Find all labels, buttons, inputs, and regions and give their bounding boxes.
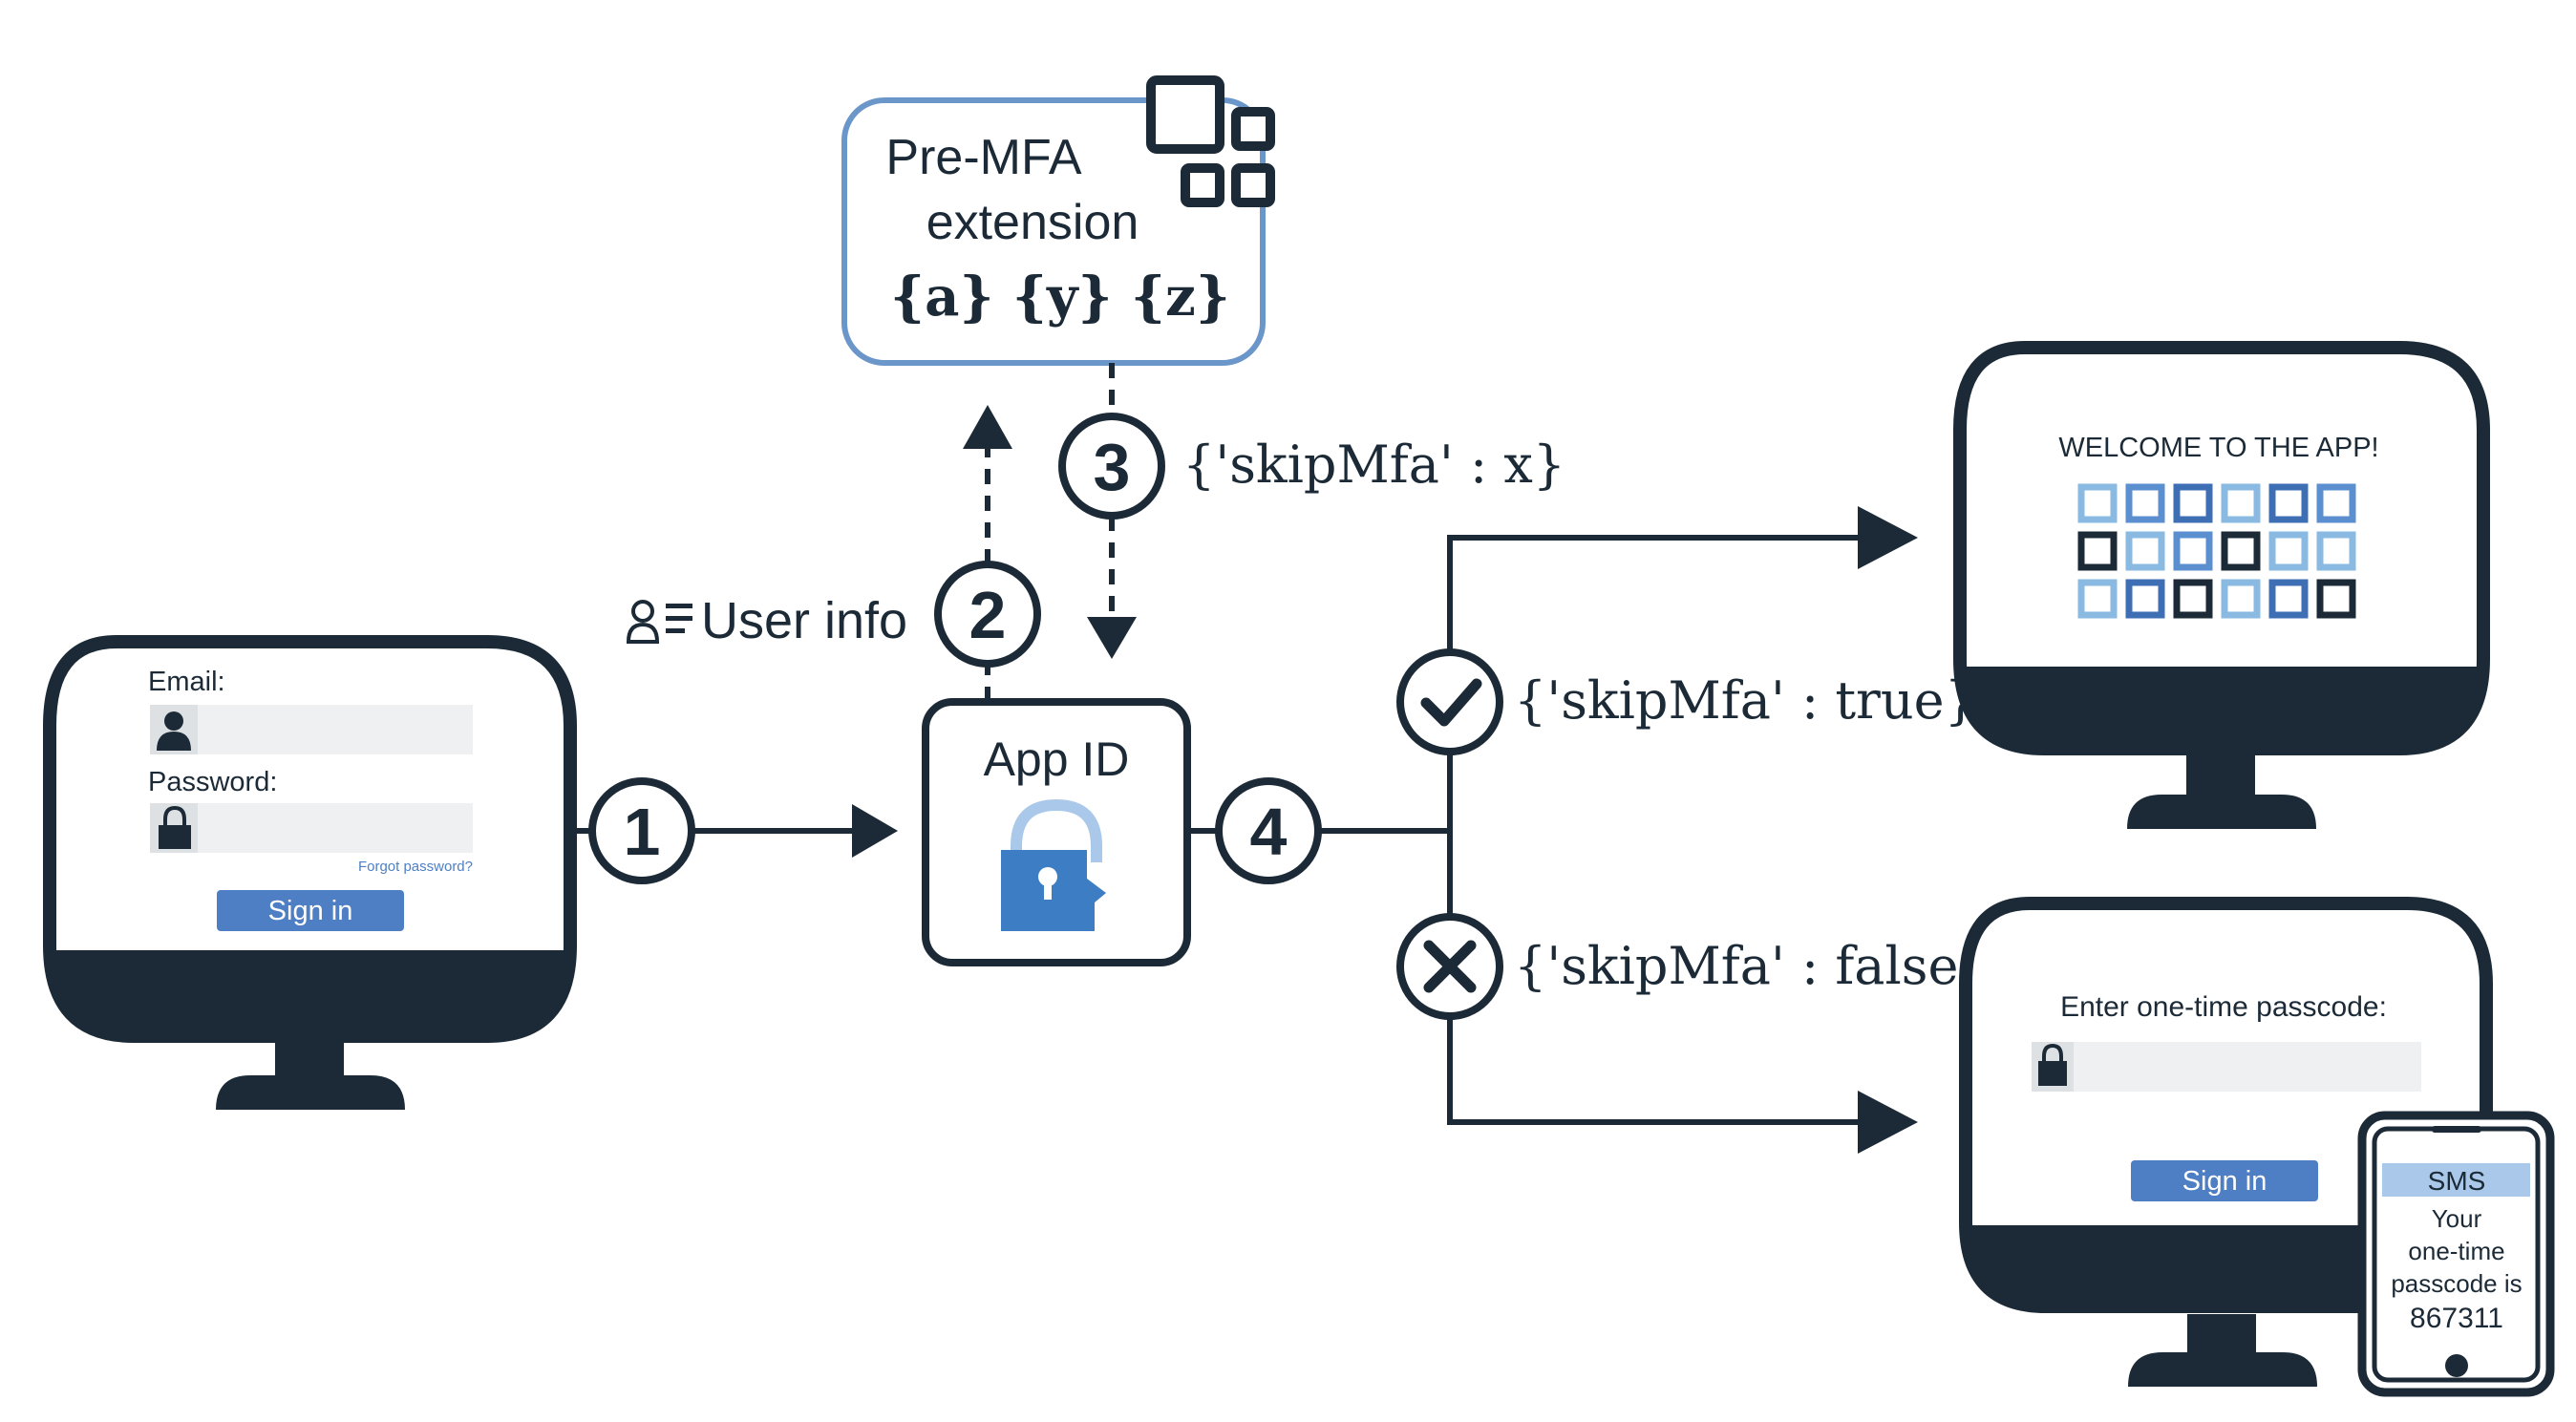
password-field[interactable] (150, 803, 473, 853)
welcome-tile (2268, 531, 2309, 571)
step-1-badge: 1 (588, 777, 695, 884)
skip-mfa-true-label: {'skipMfa' : true} (1514, 670, 1977, 731)
welcome-tile (2316, 531, 2356, 571)
arrow-head-step3 (1087, 617, 1137, 659)
user-info-label: User info (701, 592, 907, 649)
otp-sign-in-label: Sign in (2182, 1166, 2267, 1197)
welcome-tile (2077, 531, 2118, 571)
check-icon (1396, 648, 1503, 755)
welcome-title: WELCOME TO THE APP! (2058, 433, 2378, 463)
pre-mfa-extension-box: Pre-MFA extension {a} {y} {z} (841, 75, 1275, 366)
step-2-badge: 2 (934, 561, 1041, 668)
welcome-tile (2173, 579, 2213, 619)
phone-home-button (2445, 1354, 2468, 1377)
sms-line-3: passcode is (2391, 1269, 2522, 1298)
otp-sign-in-button[interactable]: Sign in (2131, 1160, 2318, 1201)
app-id-box: App ID (922, 698, 1191, 966)
pre-mfa-title-line1: Pre-MFA (885, 130, 1081, 185)
welcome-monitor: WELCOME TO THE APP! (1953, 341, 2490, 829)
welcome-tile (2221, 531, 2261, 571)
otp-prompt: Enter one-time passcode: (2060, 991, 2387, 1023)
welcome-tile (2316, 579, 2356, 619)
welcome-tile (2221, 579, 2261, 619)
arrow-head-false (1858, 1091, 1918, 1154)
welcome-tile (2125, 483, 2165, 523)
sms-phone: SMS Your one-time passcode is 867311 (2357, 1111, 2555, 1397)
app-grid-icon (1146, 75, 1275, 207)
sms-header (2382, 1163, 2530, 1197)
email-field[interactable] (150, 705, 473, 754)
otp-monitor-bezel (1971, 1225, 2480, 1301)
step-3-number: 3 (1094, 430, 1131, 504)
welcome-tile (2316, 483, 2356, 523)
step-2-number: 2 (969, 578, 1007, 652)
login-monitor-stand (216, 1075, 405, 1110)
login-monitor-bezel (55, 950, 564, 1031)
user-icon (157, 711, 191, 751)
password-label: Password: (148, 767, 277, 797)
otp-input[interactable] (2032, 1042, 2421, 1092)
otp-lock-icon (2038, 1043, 2067, 1086)
welcome-tile (2077, 579, 2118, 619)
arrow-head-step2 (963, 405, 1012, 449)
step-1-number: 1 (624, 795, 661, 869)
otp-monitor: Enter one-time passcode: Sign in (1959, 897, 2493, 1387)
sms-header-label: SMS (2428, 1166, 2486, 1196)
login-monitor: Email: Password: Forgot password? Sign i… (43, 635, 577, 1110)
welcome-tile (2173, 483, 2213, 523)
login-sign-in-label: Sign in (268, 896, 353, 926)
user-list-icon (626, 600, 692, 644)
phone-speaker (2432, 1126, 2481, 1133)
skip-mfa-false-label: {'skipMfa' : false} (1514, 936, 1991, 996)
forgot-password-link[interactable]: Forgot password? (358, 859, 473, 875)
login-sign-in-button[interactable]: Sign in (217, 890, 404, 931)
app-id-label: App ID (984, 732, 1130, 786)
lock-head-icon (1001, 798, 1106, 931)
arrow-head-step1 (852, 804, 898, 858)
welcome-tile (2221, 483, 2261, 523)
branch-true-line (1447, 535, 1863, 1122)
welcome-tile (2173, 531, 2213, 571)
otp-monitor-stand (2128, 1352, 2317, 1387)
login-monitor-neck (275, 1041, 344, 1079)
sms-line-1: Your (2432, 1204, 2482, 1233)
otp-monitor-neck (2187, 1314, 2256, 1352)
welcome-monitor-neck (2186, 754, 2255, 795)
email-label: Email: (148, 667, 225, 697)
welcome-tile (2268, 579, 2309, 619)
sms-line-2: one-time (2408, 1237, 2504, 1265)
step-4-number: 4 (1250, 795, 1288, 869)
welcome-tile (2125, 531, 2165, 571)
welcome-monitor-stand (2127, 795, 2316, 829)
pre-mfa-title-line2: extension (926, 195, 1139, 250)
password-lock-icon (159, 805, 191, 849)
step-4-badge: 4 (1215, 777, 1322, 884)
welcome-tile (2268, 483, 2309, 523)
arrow-head-true (1858, 506, 1918, 569)
step-3-badge: 3 (1058, 413, 1165, 520)
sms-passcode: 867311 (2410, 1303, 2503, 1334)
skip-mfa-response-label: {'skipMfa' : x} (1182, 435, 1565, 495)
welcome-tile (2077, 483, 2118, 523)
pre-mfa-code: {a} {y} {z} (890, 265, 1230, 329)
welcome-tile-grid (2077, 483, 2356, 619)
welcome-tile (2125, 579, 2165, 619)
x-icon (1396, 913, 1503, 1020)
